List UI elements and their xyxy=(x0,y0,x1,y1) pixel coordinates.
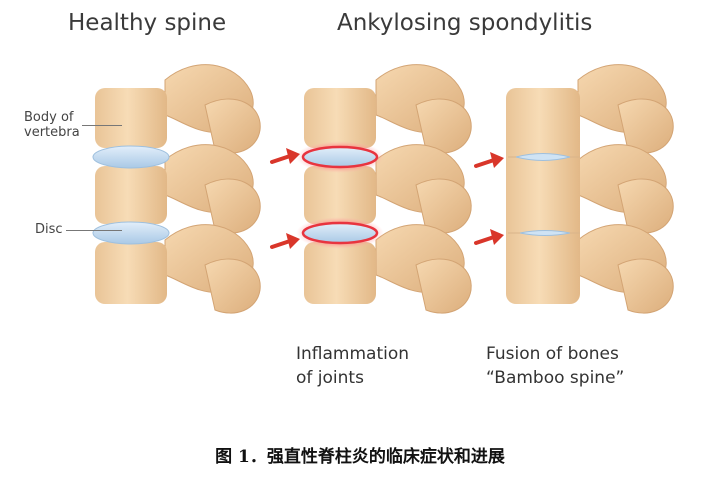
arrow-icon xyxy=(474,152,504,168)
disc-leader-line xyxy=(66,230,122,231)
healthy-spine-title: Healthy spine xyxy=(68,10,227,36)
arrow-icon xyxy=(270,233,300,249)
inflammation-caption-line1: Inflammation xyxy=(296,344,410,364)
body-of-vertebra-label-line2: vertebra xyxy=(24,125,80,140)
healthy-spine-graphic xyxy=(92,64,261,314)
body-of-vertebra-leader-line xyxy=(82,125,122,126)
arrow-icon xyxy=(474,229,504,245)
fusion-caption-line2: “Bamboo spine” xyxy=(486,368,625,388)
arrow-icon xyxy=(270,148,300,164)
inflammation-caption-line2: of joints xyxy=(296,368,364,388)
disc-label: Disc xyxy=(35,222,63,237)
inflamed-spine-graphic xyxy=(296,64,472,314)
body-of-vertebra-label: Body of vertebra xyxy=(24,110,80,140)
figure-caption: 图 1．强直性脊柱炎的临床症状和进展 xyxy=(215,447,505,467)
ankylosing-spondylitis-title: Ankylosing spondylitis xyxy=(337,10,593,36)
fusion-caption: Fusion of bones “Bamboo spine” xyxy=(486,342,624,390)
fusion-caption-line1: Fusion of bones xyxy=(486,344,619,364)
body-of-vertebra-label-line1: Body of xyxy=(24,110,74,125)
fused-spine-graphic xyxy=(506,64,674,314)
inflammation-caption: Inflammation of joints xyxy=(296,342,409,390)
